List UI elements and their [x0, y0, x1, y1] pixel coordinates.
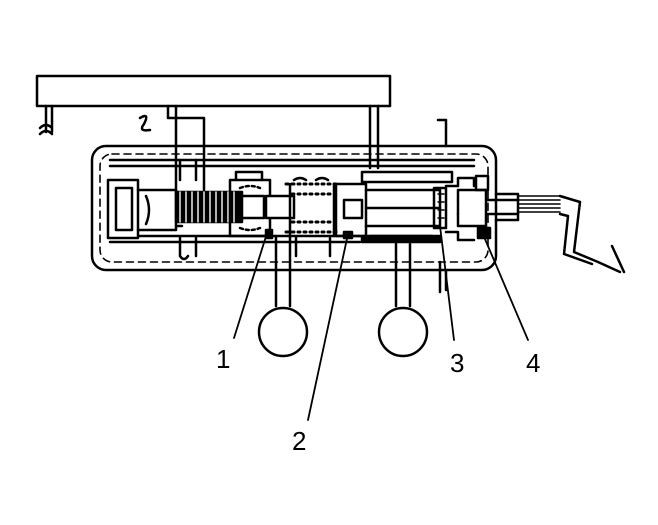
callout-3: 3 — [450, 348, 464, 378]
push-rod — [456, 174, 561, 240]
leader-1 — [233, 229, 269, 339]
cylinder-bore — [108, 158, 476, 261]
brake-outlet-rear — [377, 306, 429, 358]
primary-spring-chamber — [284, 176, 338, 238]
brake-pedal-lever — [558, 194, 626, 274]
primary-piston — [334, 178, 442, 240]
leader-3 — [439, 225, 455, 341]
cylinder-housing — [90, 118, 498, 294]
secondary-spring — [174, 190, 266, 224]
rear-end-plug — [106, 178, 184, 240]
secondary-piston — [228, 170, 296, 240]
leader-4 — [481, 231, 529, 341]
reservoir-feed-tubes — [138, 104, 380, 192]
brake-outlet-front — [257, 306, 309, 358]
reservoir — [35, 74, 392, 136]
leader-2 — [307, 233, 349, 421]
callout-4: 4 — [526, 348, 540, 378]
callout-2: 2 — [292, 426, 306, 456]
callout-leaders — [233, 225, 529, 421]
reservoir-body — [35, 74, 392, 108]
callouts: 1 2 3 4 — [216, 344, 540, 456]
primary-chamber — [360, 170, 476, 244]
callout-1: 1 — [216, 344, 230, 374]
reservoir-left-outlet — [38, 104, 54, 136]
housing-outer — [90, 144, 498, 272]
housing-dashed-inner — [99, 153, 489, 263]
brake-outlets — [257, 234, 429, 358]
